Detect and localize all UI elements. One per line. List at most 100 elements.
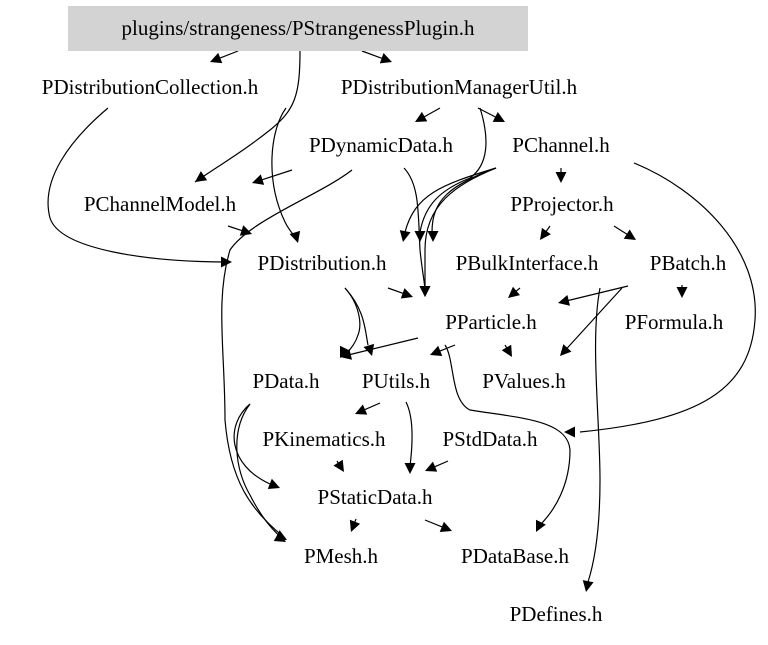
edge-root-to-pdistmgr: [361, 50, 392, 64]
edge-pdist-to-pdata: [340, 287, 361, 358]
edge-arrowhead: [415, 111, 428, 122]
node-label: PDistributionManagerUtil.h: [341, 75, 578, 99]
node-pdyn[interactable]: PDynamicData.h: [309, 133, 454, 157]
edge-pchanmodel-to-pdist: [227, 225, 252, 236]
graph-edges: [47, 50, 756, 592]
node-label: PFormula.h: [625, 310, 724, 334]
node-pdefines[interactable]: PDefines.h: [510, 602, 603, 626]
node-label: PStdData.h: [442, 427, 538, 451]
edge-arrowhead: [419, 286, 431, 297]
edge-arrowhead: [623, 229, 636, 240]
edge-pparticle-to-putils: [430, 344, 456, 357]
edge-arrowhead: [558, 295, 570, 306]
node-pvalues[interactable]: PValues.h: [482, 369, 566, 393]
node-pstddata[interactable]: PStdData.h: [442, 427, 538, 451]
node-pdistcoll[interactable]: PDistributionCollection.h: [42, 75, 259, 99]
edge-line: [424, 519, 443, 528]
node-label: PMesh.h: [304, 544, 379, 568]
node-label: PDistributionCollection.h: [42, 75, 259, 99]
edge-arrowhead: [210, 52, 223, 64]
edge-line: [545, 225, 551, 233]
node-pprojector[interactable]: PProjector.h: [510, 192, 614, 216]
edge-arrowhead: [582, 580, 594, 592]
edge-line: [271, 107, 298, 241]
edge-line: [221, 169, 353, 539]
node-root: plugins/strangeness/PStrangenessPlugin.h: [68, 6, 528, 51]
edge-line: [194, 50, 301, 183]
edge-arrowhead: [404, 463, 416, 474]
edge-line: [233, 403, 271, 485]
edge-pdata-to-pmesh: [236, 403, 286, 542]
node-pmesh[interactable]: PMesh.h: [304, 544, 379, 568]
node-pdatabase[interactable]: PDataBase.h: [461, 544, 569, 568]
node-label: PDefines.h: [510, 602, 603, 626]
edge-pdistmgr-to-pbulk: [414, 107, 487, 242]
node-pbulk[interactable]: PBulkInterface.h: [456, 251, 599, 275]
edge-line: [403, 167, 426, 291]
edge-line: [423, 107, 441, 118]
edge-pdata-to-pstatic: [233, 403, 280, 490]
edge-arrowhead: [195, 171, 208, 182]
edge-arrowhead: [540, 227, 551, 240]
edge-arrowhead: [349, 519, 361, 532]
edge-pbatch-to-pdefines: [582, 287, 601, 592]
node-label: PStaticData.h: [318, 485, 433, 509]
root-node-box: [68, 6, 528, 51]
edge-arrowhead: [425, 461, 438, 472]
edge-arrowhead: [427, 231, 439, 242]
edge-line: [363, 402, 381, 411]
node-pbatch[interactable]: PBatch.h: [650, 251, 727, 275]
node-pdist[interactable]: PDistribution.h: [258, 251, 387, 275]
node-pdistmgr[interactable]: PDistributionManagerUtil.h: [341, 75, 578, 99]
edge-arrowhead: [492, 112, 505, 122]
node-label: PData.h: [252, 369, 320, 393]
node-pkinematics[interactable]: PKinematics.h: [262, 427, 386, 451]
edge-line: [424, 167, 497, 290]
edge-pprojector-to-pbatch: [613, 225, 636, 240]
edge-arrowhead: [273, 531, 286, 542]
edge-arrowhead: [508, 286, 520, 298]
node-label: PUtils.h: [362, 369, 431, 393]
node-pchannel[interactable]: PChannel.h: [512, 133, 610, 157]
edge-pbatch-to-pformula: [676, 285, 688, 298]
edge-line: [566, 287, 623, 350]
node-label: PBatch.h: [650, 251, 727, 275]
node-pdata[interactable]: PData.h: [252, 369, 320, 393]
node-label: plugins/strangeness/PStrangenessPlugin.h: [122, 16, 475, 40]
edge-arrowhead: [560, 344, 572, 356]
node-pchanmodel[interactable]: PChannelModel.h: [84, 192, 237, 216]
edge-arrowhead: [267, 478, 280, 490]
edge-pdistcoll-to-pdist: [47, 107, 232, 268]
edge-line: [361, 50, 383, 60]
node-label: PDistribution.h: [258, 251, 387, 275]
edge-line: [419, 107, 487, 233]
node-label: PDynamicData.h: [309, 133, 454, 157]
edge-line: [47, 107, 229, 263]
edge-line: [613, 225, 628, 236]
edge-pdyn-to-pchanmodel: [252, 169, 293, 185]
edge-line: [227, 225, 243, 232]
edge-arrowhead: [414, 231, 426, 242]
node-pformula[interactable]: PFormula.h: [625, 310, 724, 334]
edge-arrowhead: [355, 404, 368, 415]
edge-pchannel-to-pstddata: [564, 162, 756, 438]
edge-arrowhead: [564, 426, 575, 438]
node-pstatic[interactable]: PStaticData.h: [318, 485, 433, 509]
edge-pparticle-to-pdata: [340, 337, 419, 360]
node-pparticle[interactable]: PParticle.h: [445, 310, 537, 334]
edge-pbatch-to-pvalues: [560, 287, 623, 356]
edge-pbulk-to-pparticle: [508, 286, 521, 298]
edge-line: [344, 287, 369, 346]
node-label: PKinematics.h: [262, 427, 386, 451]
edge-line: [349, 337, 419, 356]
edge-line: [431, 167, 497, 233]
edge-putils-to-pstatic: [404, 401, 416, 474]
edge-line: [261, 169, 293, 181]
edge-line: [405, 401, 413, 467]
edge-arrowhead: [501, 344, 512, 357]
node-putils[interactable]: PUtils.h: [362, 369, 431, 393]
edge-pstatic-to-pmesh: [349, 518, 361, 532]
edge-arrowhead: [379, 53, 392, 64]
edge-pchannel-to-pbulk: [427, 167, 497, 242]
